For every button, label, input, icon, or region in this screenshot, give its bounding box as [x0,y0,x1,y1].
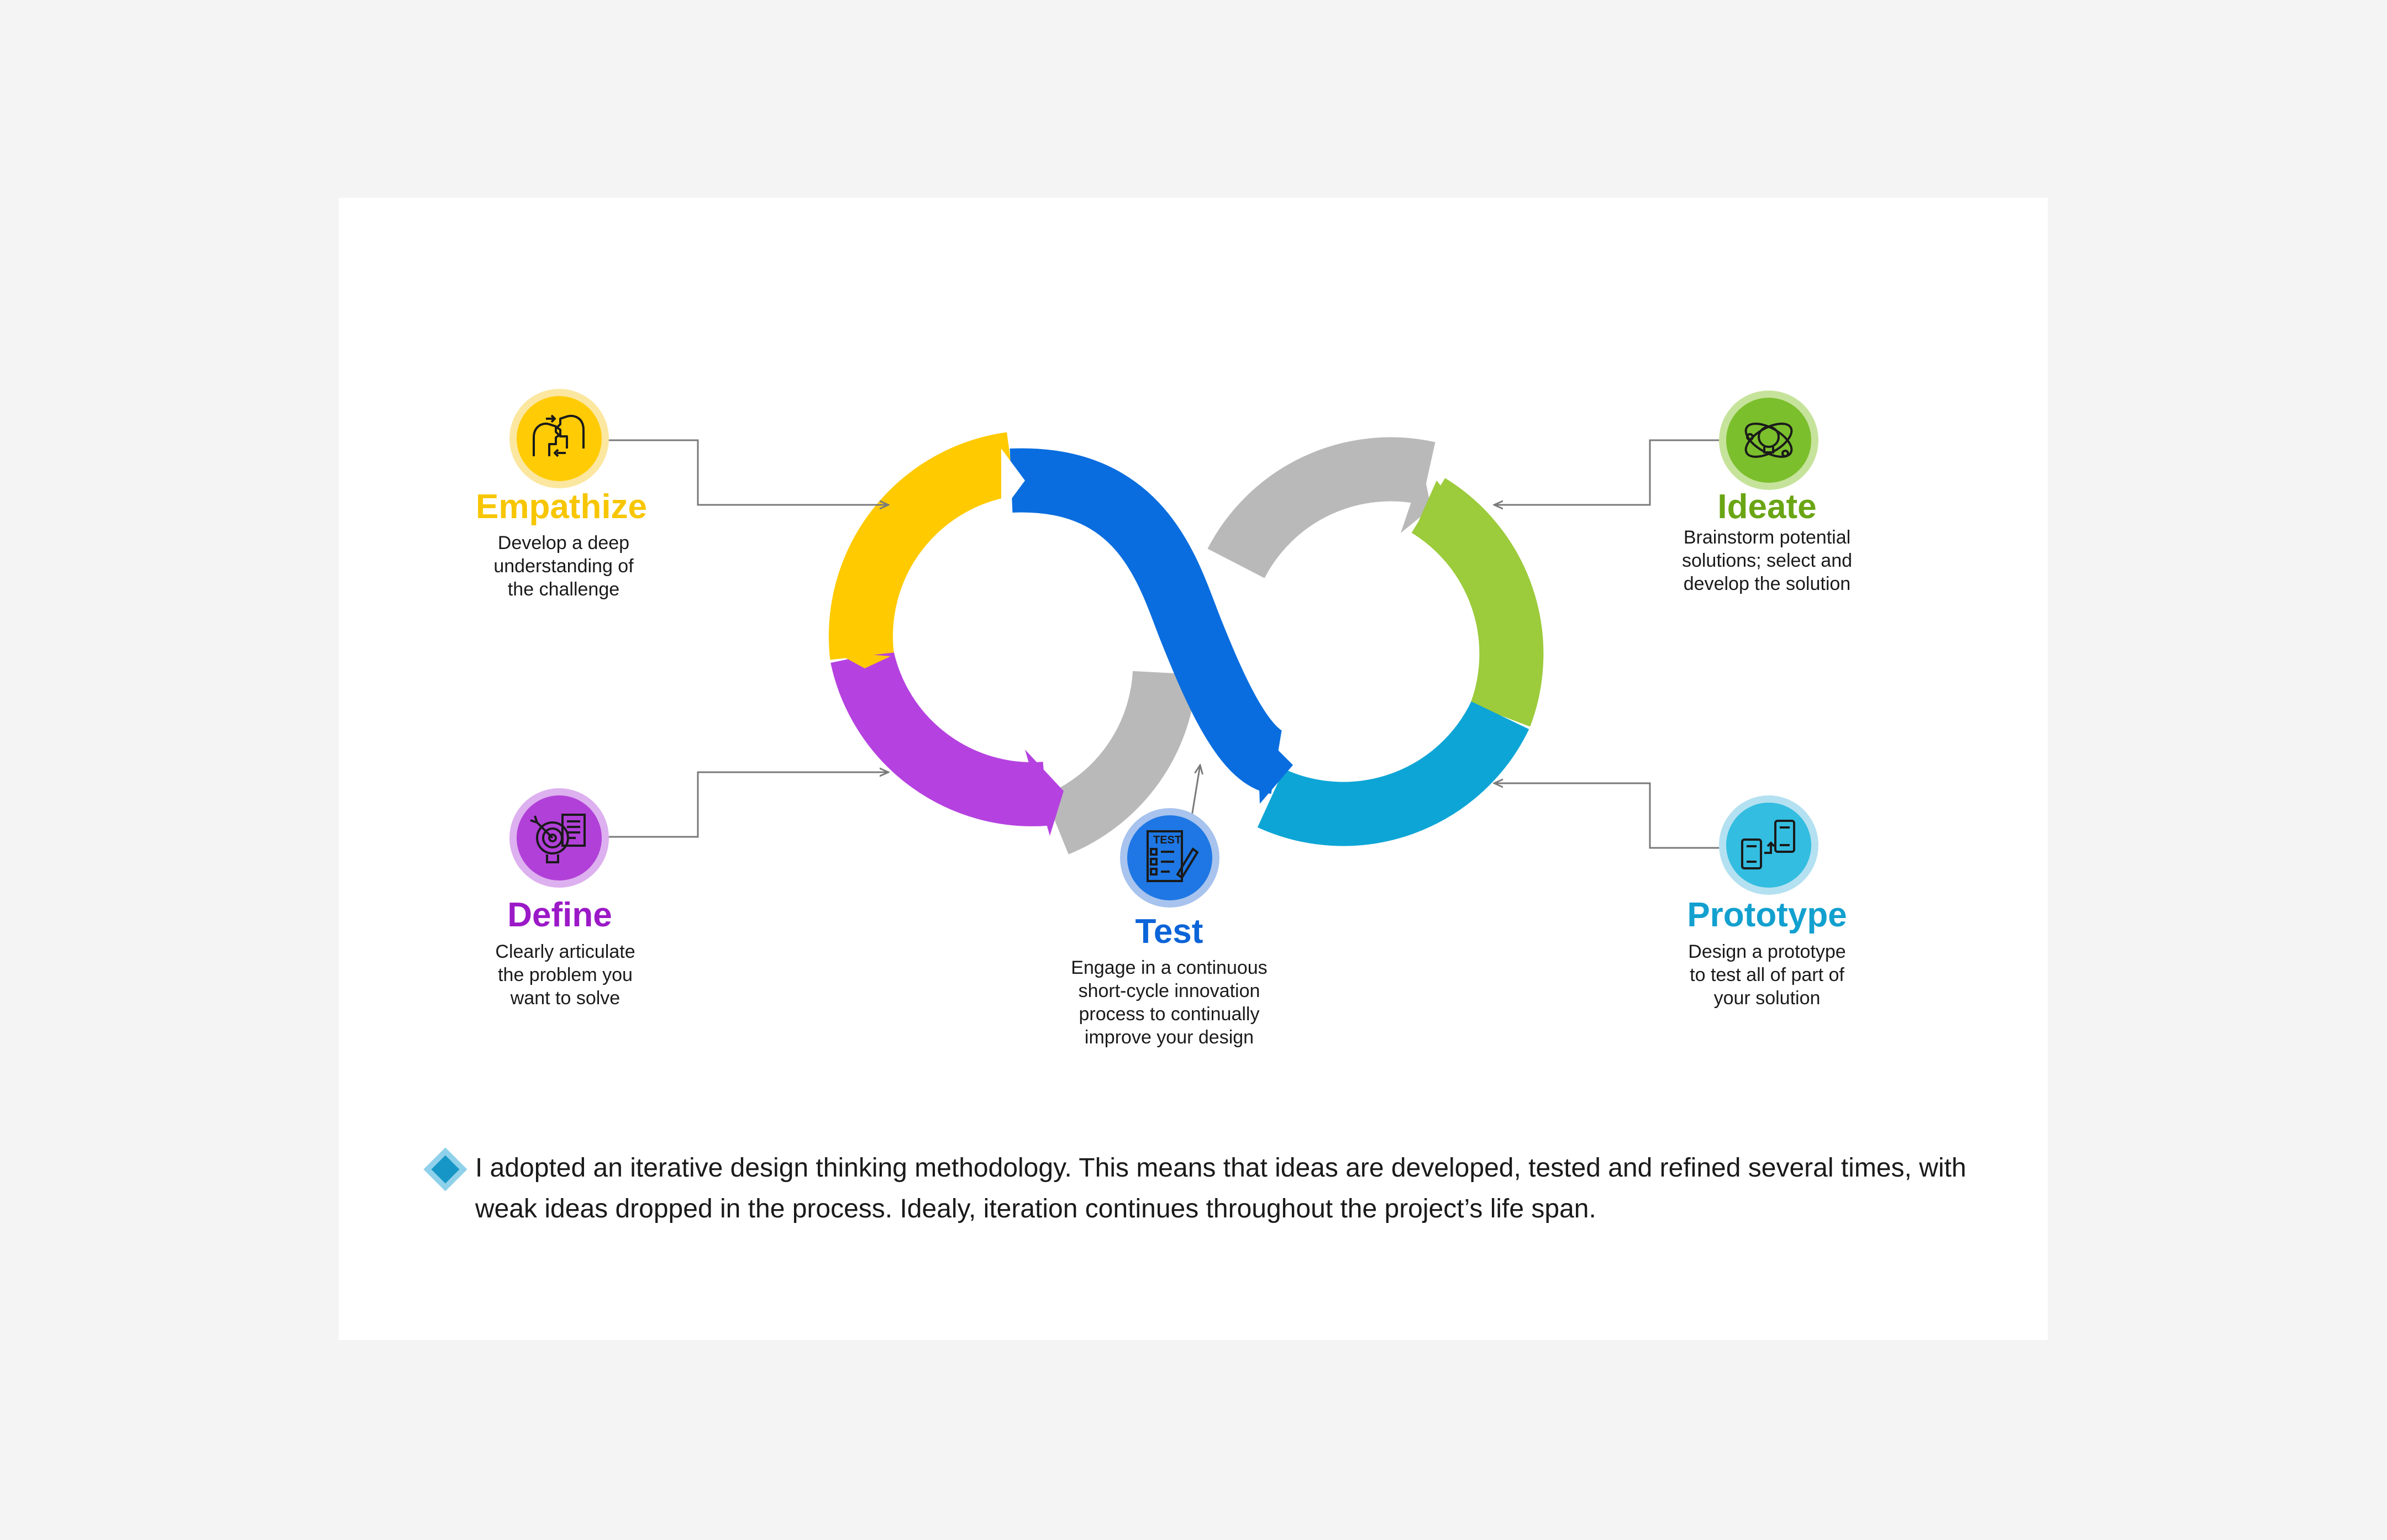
two-heads-icon [533,414,585,457]
connector-ideate [1494,439,1724,505]
desc-line: improve your design [1084,1027,1254,1048]
desc-line: Design a prototype [1688,941,1846,962]
stage-title-empathize: Empathize [475,488,648,526]
loop-segment-green [1411,478,1544,727]
desc-line: the problem you [498,964,633,985]
teal-arrowhead [1481,721,1525,751]
desc-line: Develop a deep [497,532,630,553]
desc-line: Clearly articulate [495,941,635,962]
green-arrowhead [1415,481,1459,530]
devices-prototype-icon [1741,820,1795,869]
svg-text:TEST: TEST [1153,834,1181,846]
desc-line: process to continually [1079,1004,1260,1025]
desc-line: solutions; select and [1681,550,1853,571]
stage-desc-define: Clearly articulate the problem you want … [411,940,720,1010]
purple-arrowhead [1025,750,1064,836]
desc-line: Engage in a continuous [1071,957,1268,978]
desc-line: short-cycle innovation [1078,980,1260,1001]
test-checklist-icon: TEST [1147,830,1199,882]
desc-line: to test all of part of [1690,964,1844,985]
left-loop [829,432,1197,855]
connector-empathize [608,439,888,505]
stage-title-ideate: Ideate [1717,488,1817,526]
desc-line: your solution [1713,988,1821,1009]
loop-segment-gray-right [1207,437,1436,579]
gray-arrowhead [1401,468,1431,533]
loop-segment-teal [1257,701,1529,846]
right-loop [1207,437,1544,846]
stage-title-prototype: Prototype [1687,896,1847,934]
stage-title-define: Define [507,896,612,934]
target-document-icon [530,814,586,863]
stage-desc-ideate: Brainstorm potential solutions; select a… [1612,526,1922,595]
stage-desc-empathize: Develop a deep understanding of the chal… [409,531,718,601]
ideate-icon-group [1719,391,1818,490]
desc-line: develop the solution [1683,573,1851,594]
loop-segment-blue [1010,448,1285,794]
methodology-note: I adopted an iterative design thinking m… [475,1153,1967,1223]
define-icon-group [509,788,609,888]
connectors [608,439,1724,849]
connector-prototype [1494,783,1724,849]
connector-define [608,772,888,838]
diamond-bullet-icon [423,1147,467,1191]
empathize-icon-group [509,389,609,488]
test-icon-group: TEST [1120,808,1219,908]
desc-line: the challenge [507,579,620,600]
stage-desc-test: Engage in a continuous short-cycle innov… [1014,956,1324,1049]
yellow-arrowhead [834,652,891,668]
stage-title-test: Test [1135,913,1203,951]
content-card [339,198,2048,1340]
blue-crossing [1001,448,1293,804]
loop-segment-purple [830,649,1048,826]
desc-line: want to solve [510,988,621,1009]
blue-tail-notch [1001,449,1025,513]
desc-line: understanding of [493,556,634,577]
loop-segment-yellow [829,432,1016,660]
blue-arrowhead [1257,729,1293,804]
desc-line: Brainstorm potential [1683,527,1851,548]
lightbulb-atom-icon [1744,423,1793,458]
prototype-icon-group [1719,795,1818,895]
loop-segment-gray-left [1044,670,1197,855]
stage-desc-prototype: Design a prototype to test all of part o… [1612,940,1922,1010]
